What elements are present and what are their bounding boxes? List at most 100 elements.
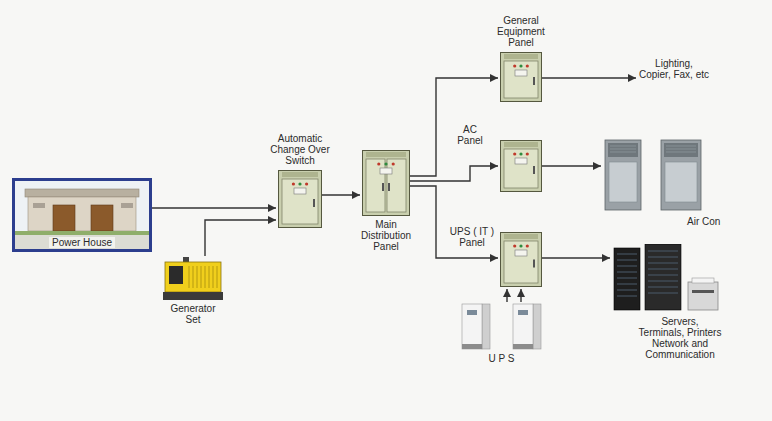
grass-strip (15, 231, 149, 235)
rack-unit-line (617, 296, 637, 297)
connector-arrow (410, 166, 498, 181)
indicator-light (384, 162, 387, 165)
indicator-light (519, 152, 522, 155)
indicator-light (519, 64, 522, 67)
rack-unit-line (648, 275, 678, 276)
ups-base (513, 344, 533, 349)
node-label: Air Con (687, 216, 720, 227)
ac-vent-line (666, 146, 696, 147)
srv-picture (612, 244, 720, 312)
rack-unit-line (617, 254, 637, 255)
panel-handle (533, 260, 535, 268)
pavement (15, 231, 149, 249)
panel-body (501, 233, 542, 287)
grill-line (193, 266, 194, 288)
indicator-light (377, 162, 380, 165)
connector-arrow (410, 186, 498, 258)
indicator-light (526, 152, 529, 155)
connector-arrow (152, 207, 276, 208)
ups-front (513, 304, 533, 349)
connector-arrow (506, 289, 507, 302)
grill-line (205, 266, 206, 288)
panel-top-strip (504, 234, 538, 239)
panel-picture (500, 140, 542, 192)
rack-unit-line (648, 293, 678, 294)
connector-arrow (322, 194, 360, 195)
node-label: Lighting, Copier, Fax, etc (638, 58, 710, 80)
connector-arrow (520, 289, 521, 302)
load-text-node: Lighting, Copier, Fax, etc (638, 58, 710, 80)
ac-grille (608, 143, 638, 157)
panel-meter (515, 250, 527, 256)
rack-unit-line (617, 266, 637, 267)
grill-line (209, 266, 210, 288)
building-door (53, 205, 75, 231)
ac-picture (603, 138, 703, 212)
ac-vent-line (610, 152, 636, 153)
panel-meter (515, 70, 527, 76)
indicator-light (392, 162, 395, 165)
ac-vent-line (666, 149, 696, 150)
connector-arrow (410, 78, 498, 176)
grill-line (201, 266, 202, 288)
rack-unit-line (648, 263, 678, 264)
gen-picture (163, 256, 223, 300)
ups-it-panel: UPS ( IT ) Panel (500, 232, 542, 287)
connector-arrow (542, 257, 610, 258)
ups-side (533, 304, 541, 349)
rack-unit-line (617, 272, 637, 273)
ups-base (462, 344, 482, 349)
indicator-light (305, 182, 308, 185)
server-rack (614, 248, 640, 310)
ac-vent-line (610, 149, 636, 150)
ac-front (665, 162, 697, 202)
rack-unit-line (617, 260, 637, 261)
grill-line (189, 266, 190, 288)
connector-arrow (542, 165, 601, 166)
air-con-units: Air Con (603, 138, 703, 212)
panel-handle (313, 199, 315, 207)
indicator-light (513, 244, 516, 247)
indicator-light (298, 182, 301, 185)
generator-base (163, 292, 223, 300)
ac-cabinet (605, 140, 641, 210)
panel-handle (533, 77, 535, 85)
panel-door (366, 159, 385, 212)
rack-unit-line (617, 290, 637, 291)
panel-door (282, 179, 318, 224)
ups-picture (458, 302, 545, 350)
ac-vent-line (666, 152, 696, 153)
equipment-panel: General Equipment Panel (500, 52, 542, 102)
rack-unit-line (648, 251, 678, 252)
node-label: Servers, Terminals, Printers Network and… (638, 316, 722, 360)
panel-handle (388, 183, 390, 191)
panel-top-strip (282, 172, 318, 177)
panel-meter (515, 158, 527, 164)
node-label: Automatic Change Over Switch (267, 133, 333, 166)
panel-picture (500, 232, 542, 287)
node-label: Generator Set (165, 303, 221, 325)
panel-body (501, 53, 542, 102)
rack-unit-line (617, 278, 637, 279)
rack-unit-line (648, 287, 678, 288)
indicator-light (519, 244, 522, 247)
panel-door (387, 159, 406, 212)
node-label: Main Distribution Panel (355, 219, 417, 252)
generator-set: Generator Set (163, 256, 223, 300)
panel-picture (500, 52, 542, 102)
ac-vent-line (610, 146, 636, 147)
power-house-frame: Power House (12, 178, 152, 252)
indicator-light (292, 182, 295, 185)
server-rack (645, 244, 681, 310)
node-label: U P S (472, 353, 532, 364)
ups-display (467, 310, 477, 315)
printer-paper (692, 278, 714, 283)
panel2-picture (362, 150, 410, 216)
ac-cabinet (661, 140, 701, 210)
panel-door (504, 61, 538, 98)
rack-unit-line (648, 269, 678, 270)
ac-front (609, 162, 637, 202)
indicator-light (526, 244, 529, 247)
wall-vent (33, 203, 45, 208)
rack-unit-line (617, 284, 637, 285)
